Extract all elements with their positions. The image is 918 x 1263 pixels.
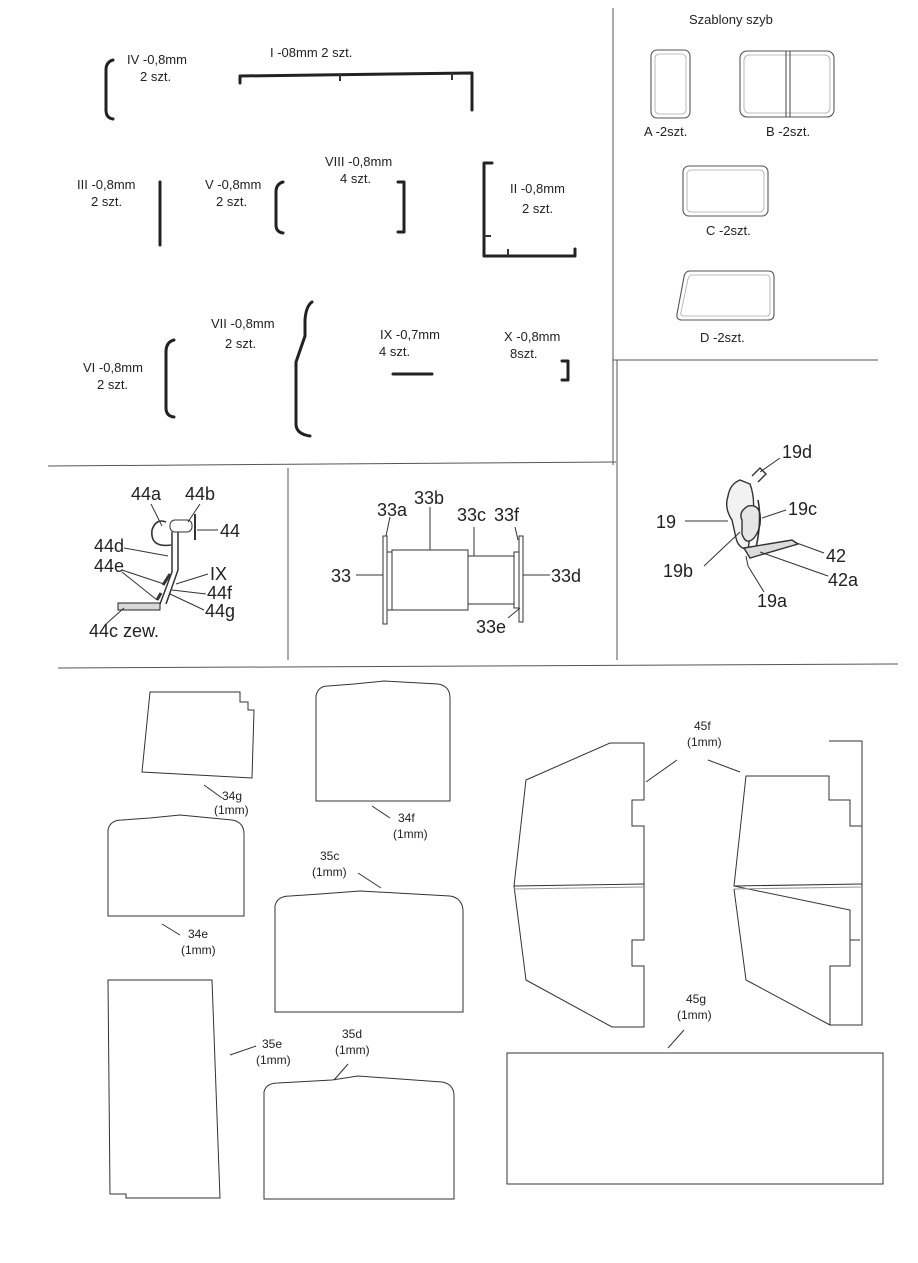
wire-part-vi-qty: 2 szt. (97, 377, 128, 392)
panel-35e-name: 35e (262, 1037, 282, 1051)
panel-35c-name: 35c (320, 849, 339, 863)
wire-part-iv-qty: 2 szt. (140, 69, 171, 84)
wire-part-x-label: X -0,8mm (504, 329, 560, 344)
assembly-44-label-44a: 44a (131, 484, 162, 504)
wire-part-iv (104, 58, 115, 121)
wire-part-x-qty: 8szt. (510, 346, 537, 361)
panel-35e: 35e (1mm) (107, 979, 291, 1199)
assembly-19-base (742, 539, 800, 559)
assembly-44-label-44f: 44f (207, 583, 233, 603)
panel-34g-name: 34g (222, 789, 242, 803)
wire-part-i-label: I -08mm 2 szt. (270, 45, 352, 60)
panel-35d-name: 35d (342, 1027, 362, 1041)
assembly-19-label-19b: 19b (663, 561, 693, 581)
panel-45f-name: 45f (694, 719, 711, 733)
assembly-33-label-33e: 33e (476, 617, 506, 637)
wire-parts: IV -0,8mm 2 szt. I -08mm 2 szt. III -0,8… (77, 45, 577, 438)
wire-part-vii-qty: 2 szt. (225, 336, 256, 351)
panel-35e-thickness: (1mm) (256, 1053, 291, 1067)
template-a-label: A -2szt. (644, 124, 687, 139)
wire-part-ii (482, 161, 577, 258)
section-dividers (47, 8, 899, 669)
wire-part-viii-qty: 4 szt. (340, 171, 371, 186)
wire-part-vi (164, 338, 176, 419)
assembly-33-label-33a: 33a (377, 500, 408, 520)
wire-part-v-label: V -0,8mm (205, 177, 261, 192)
assembly-33-flange-right (518, 535, 524, 623)
panel-35c-thickness: (1mm) (312, 865, 347, 879)
assembly-44-head (169, 519, 193, 533)
wire-part-iii-qty: 2 szt. (91, 194, 122, 209)
panel-34e: 34e (1mm) (107, 814, 245, 957)
assembly-44-label-44g: 44g (205, 601, 235, 621)
wire-part-iv-label: IV -0,8mm (127, 52, 187, 67)
template-b-label: B -2szt. (766, 124, 810, 139)
assembly-19-label-42: 42 (826, 546, 846, 566)
assembly-44-label-44e: 44e (94, 556, 124, 576)
wire-part-vi-label: VI -0,8mm (83, 360, 143, 375)
assembly-19-label-19c: 19c (788, 499, 817, 519)
panel-34f-thickness: (1mm) (393, 827, 428, 841)
assembly-33-drum (391, 549, 469, 611)
template-d-label: D -2szt. (700, 330, 745, 345)
panel-34g: 34g (1mm) (141, 691, 255, 817)
template-c: C -2szt. (682, 165, 769, 238)
assembly-19: 19d 19 19c 19b 42 42a 19a (656, 442, 859, 611)
panel-35d-thickness: (1mm) (335, 1043, 370, 1057)
assembly-33-label-33c: 33c (457, 505, 486, 525)
assembly-33-label-33f: 33f (494, 505, 520, 525)
assembly-19-label-19: 19 (656, 512, 676, 532)
wire-part-v-qty: 2 szt. (216, 194, 247, 209)
panel-34g-thickness: (1mm) (214, 803, 249, 817)
wire-part-viii-label: VIII -0,8mm (325, 154, 392, 169)
assembly-33-label-33b: 33b (414, 488, 444, 508)
assembly-33-hub (467, 555, 515, 605)
panel-35c: 35c (1mm) (274, 849, 464, 1013)
wire-part-i (238, 71, 474, 112)
wire-part-ii-label: II -0,8mm (510, 181, 565, 196)
assembly-44-label-44d: 44d (94, 536, 124, 556)
wire-part-v (274, 180, 285, 235)
panel-45g-name: 45g (686, 992, 706, 1006)
assembly-44-label-44: 44 (220, 521, 240, 541)
assembly-33: 33b 33a 33c 33f 33 33d 33e (331, 488, 581, 637)
wire-part-ii-qty: 2 szt. (522, 201, 553, 216)
assembly-33-flange-left (382, 535, 388, 625)
assembly-44-hook (151, 520, 172, 547)
panel-35d: 35d (1mm) (263, 1027, 455, 1200)
wire-part-iii-label: III -0,8mm (77, 177, 136, 192)
panel-45f: 45f (1mm) (513, 719, 863, 1028)
panel-45f-thickness: (1mm) (687, 735, 722, 749)
wire-part-vii (294, 300, 314, 438)
assembly-19-label-19d: 19d (782, 442, 812, 462)
assembly-33-label-33d: 33d (551, 566, 581, 586)
panel-34f: 34f (1mm) (315, 680, 451, 841)
template-b: B -2szt. (739, 50, 835, 139)
window-templates-title: Szablony szyb (689, 12, 773, 27)
template-a: A -2szt. (644, 49, 691, 139)
panel-34f-name: 34f (398, 811, 415, 825)
assembly-19-label-42a: 42a (828, 570, 859, 590)
window-templates: Szablony szyb A -2szt. B -2szt. C -2szt.… (644, 12, 835, 345)
assembly-44: 44a 44b 44 44d 44e IX 44f 44g 44c zew. (89, 484, 240, 641)
wire-part-viii (396, 180, 406, 234)
wire-part-ix-qty: 4 szt. (379, 344, 410, 359)
assembly-44-label-44c: 44c zew. (89, 621, 159, 641)
panel-45g-thickness: (1mm) (677, 1008, 712, 1022)
panel-45g: 45g (1mm) (506, 992, 884, 1185)
wire-part-ix-label: IX -0,7mm (380, 327, 440, 342)
assembly-19-label-19a: 19a (757, 591, 788, 611)
wire-part-x (560, 359, 570, 382)
template-c-label: C -2szt. (706, 223, 751, 238)
assembly-44-label-ix: IX (210, 564, 227, 584)
assembly-44-label-44b: 44b (185, 484, 215, 504)
panel-34e-name: 34e (188, 927, 208, 941)
panels: 34g (1mm) 34f (1mm) 34e (1mm) 35c (1mm) (107, 680, 884, 1200)
assembly-33-label-33: 33 (331, 566, 351, 586)
wire-part-vii-label: VII -0,8mm (211, 316, 275, 331)
template-d: D -2szt. (676, 270, 775, 345)
panel-34e-thickness: (1mm) (181, 943, 216, 957)
